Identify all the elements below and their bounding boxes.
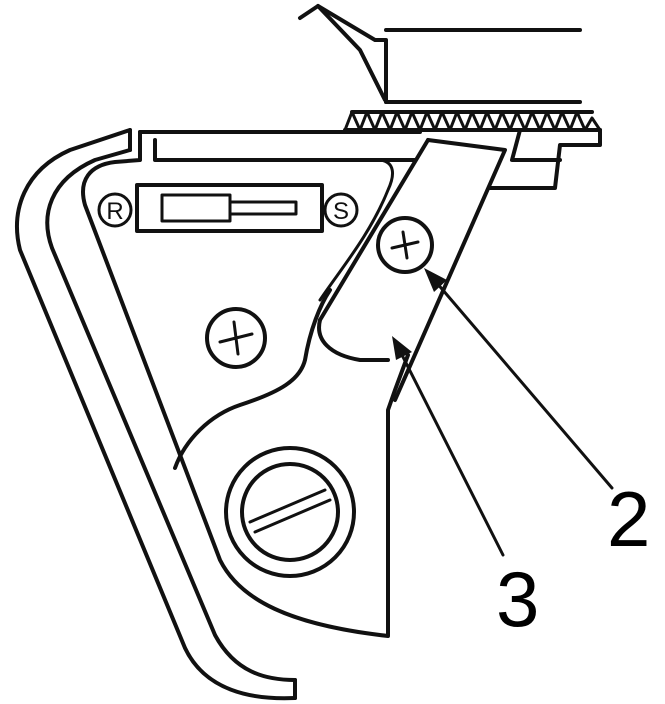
plate-lower-notch bbox=[173, 288, 332, 470]
outer-frame-inner bbox=[45, 148, 297, 682]
presser-foot-assembly bbox=[298, 4, 582, 104]
large-screw-slot-icon bbox=[248, 488, 332, 534]
large-screw-outer-icon bbox=[224, 446, 356, 578]
callout-3-arrowhead-icon bbox=[392, 336, 412, 360]
feed-bar-outline bbox=[488, 128, 602, 190]
switch-slider bbox=[160, 193, 232, 223]
switch-housing bbox=[135, 183, 324, 233]
lever-left-edge bbox=[318, 138, 430, 322]
callout-2-leader-line bbox=[434, 280, 614, 490]
switch-s-circle bbox=[323, 192, 359, 228]
lever-arm bbox=[317, 138, 507, 402]
middle-screw-cross-icon bbox=[218, 320, 254, 356]
feed-bar-inner bbox=[510, 128, 562, 162]
feed-dog-teeth bbox=[343, 110, 602, 132]
outer-frame-outer bbox=[15, 128, 297, 701]
callout-2-arrowhead-icon bbox=[424, 268, 447, 292]
plate-outline bbox=[81, 130, 410, 638]
upper-screw-cross-icon bbox=[390, 230, 420, 260]
upper-screw-icon bbox=[376, 216, 434, 274]
presser-foot-shank bbox=[316, 4, 388, 104]
teeth-zigzag bbox=[343, 110, 602, 132]
lever-right-edge bbox=[393, 138, 507, 402]
lever-bottom-curve bbox=[317, 318, 390, 362]
callout-2: 2 bbox=[424, 268, 650, 563]
middle-screw-icon bbox=[205, 307, 267, 369]
outer-frame bbox=[15, 128, 297, 701]
switch-s-label: S bbox=[333, 198, 349, 225]
middle-screw bbox=[205, 307, 267, 369]
presser-foot-hook bbox=[298, 4, 387, 102]
callout-3: 3 bbox=[392, 336, 539, 643]
switch-indicator: R S bbox=[97, 183, 359, 233]
main-plate bbox=[81, 130, 422, 638]
callout-3-leader-line bbox=[400, 353, 505, 557]
upper-screw bbox=[376, 216, 434, 274]
callout-2-label: 2 bbox=[607, 475, 650, 563]
large-slotted-screw bbox=[224, 446, 356, 578]
large-screw-head-icon bbox=[240, 462, 340, 562]
switch-r-label: R bbox=[106, 198, 123, 225]
plate-inner-top bbox=[153, 138, 417, 162]
feed-bar-block bbox=[488, 128, 602, 190]
plate-slot-edge bbox=[153, 158, 394, 302]
callout-3-label: 3 bbox=[496, 555, 539, 643]
switch-r-circle bbox=[97, 192, 133, 228]
switch-slider-rod bbox=[228, 200, 298, 216]
